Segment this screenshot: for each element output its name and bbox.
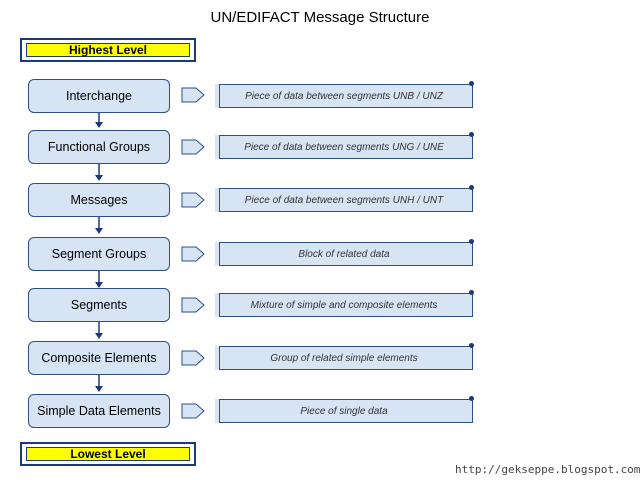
description-segment-groups: Block of related data [215,239,474,266]
scroll-edge [215,399,220,423]
description-text: Piece of data between segments UNB / UNZ [215,84,473,108]
description-interchange: Piece of data between segments UNB / UNZ [215,81,474,108]
description-segments: Mixture of simple and composite elements [215,290,474,317]
connector-arrow-icon [95,271,103,288]
arrow-right-icon [181,297,205,313]
node-segments: Segments [28,288,170,322]
scroll-edge [215,188,220,212]
scroll-dot [469,132,474,137]
connector-arrow-icon [95,322,103,339]
diagram-title: UN/EDIFACT Message Structure [210,9,430,26]
description-text: Piece of data between segments UNH / UNT [215,188,473,212]
description-text: Piece of data between segments UNG / UNE [215,135,473,159]
node-interchange: Interchange [28,79,170,113]
scroll-edge [215,84,220,108]
description-text: Mixture of simple and composite elements [215,293,473,317]
scroll-dot [469,396,474,401]
scroll-dot [469,239,474,244]
scroll-dot [469,81,474,86]
connector-arrow-icon [95,164,103,181]
scroll-edge [215,293,220,317]
scroll-dot [469,343,474,348]
scroll-edge [215,242,220,266]
watermark-url: http://gekseppe.blogspot.com [455,463,640,476]
description-messages: Piece of data between segments UNH / UNT [215,185,474,212]
highest-level-banner: Highest Level [20,38,196,62]
description-composite-elements: Group of related simple elements [215,343,474,370]
lowest-level-banner: Lowest Level [20,442,196,466]
arrow-right-icon [181,403,205,419]
node-simple-data-elements: Simple Data Elements [28,394,170,428]
scroll-dot [469,185,474,190]
scroll-dot [469,290,474,295]
highest-level-label: Highest Level [26,43,190,57]
node-segment-groups: Segment Groups [28,237,170,271]
scroll-edge [215,346,220,370]
description-text: Piece of single data [215,399,473,423]
arrow-right-icon [181,246,205,262]
description-functional-groups: Piece of data between segments UNG / UNE [215,132,474,159]
description-text: Block of related data [215,242,473,266]
connector-arrow-icon [95,113,103,128]
scroll-edge [215,135,220,159]
arrow-right-icon [181,139,205,155]
node-messages: Messages [28,183,170,217]
description-text: Group of related simple elements [215,346,473,370]
connector-arrow-icon [95,375,103,392]
description-simple-data-elements: Piece of single data [215,396,474,423]
arrow-right-icon [181,192,205,208]
node-functional-groups: Functional Groups [28,130,170,164]
node-composite-elements: Composite Elements [28,341,170,375]
arrow-right-icon [181,350,205,366]
lowest-level-label: Lowest Level [26,447,190,461]
arrow-right-icon [181,87,205,103]
connector-arrow-icon [95,217,103,234]
